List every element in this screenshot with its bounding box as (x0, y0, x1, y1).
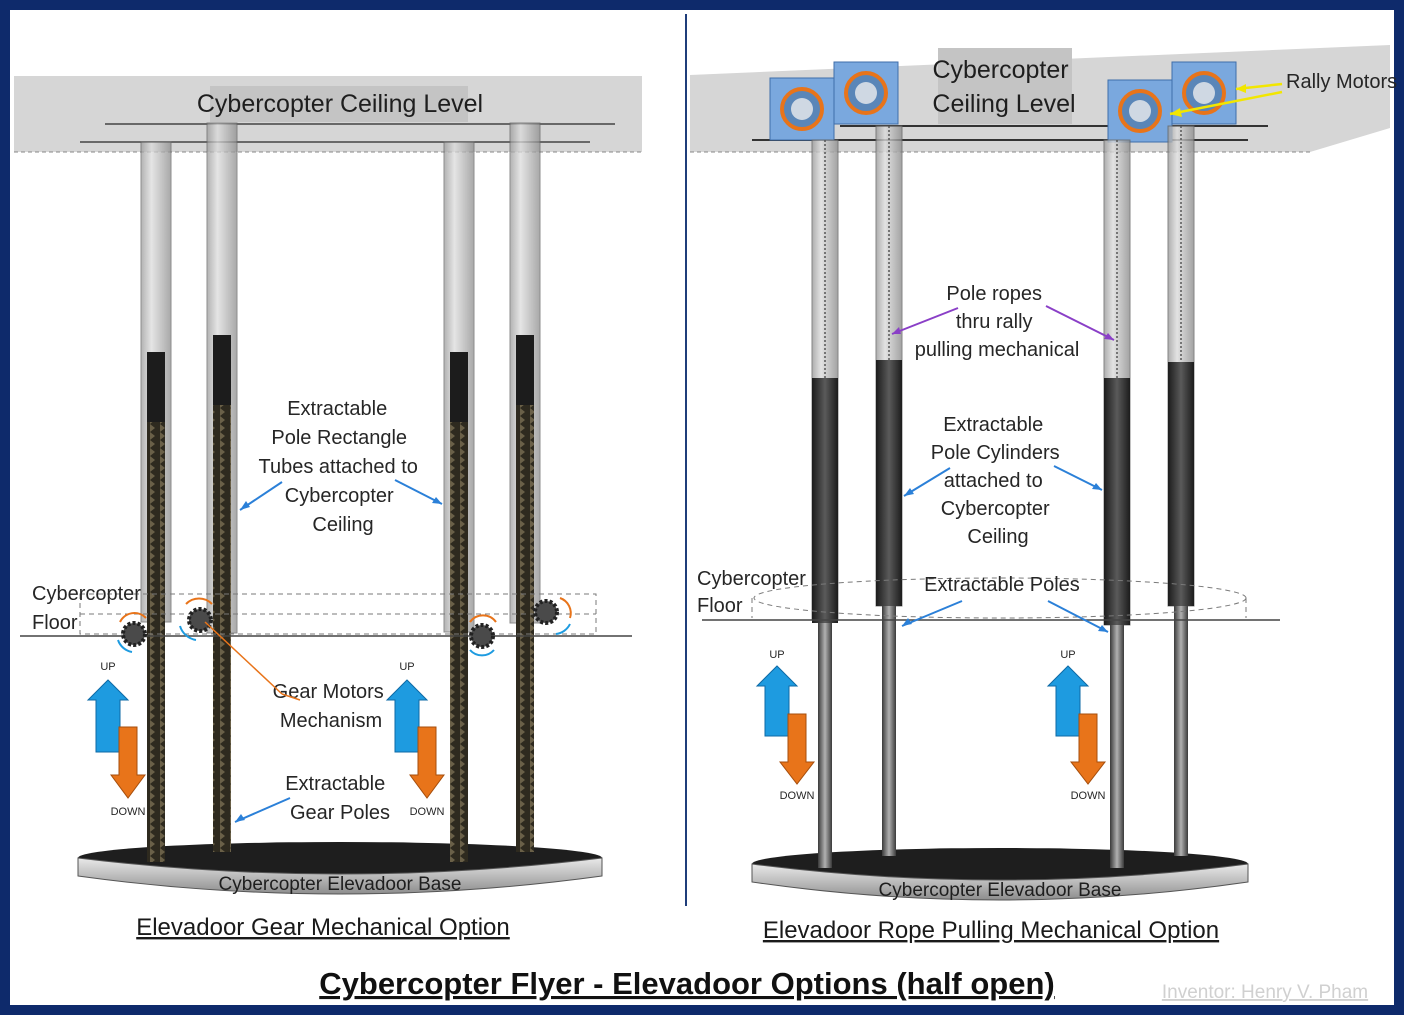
up-label: UP (399, 661, 414, 673)
gear-pole (147, 352, 165, 862)
ropes-label: Pole ropes thru rally pulling mechanical (915, 283, 1080, 361)
down-label: DOWN (410, 806, 445, 818)
left-floor-label-2: Floor (32, 612, 78, 634)
up-arrow-icon (86, 679, 429, 753)
down-arrow-icon (110, 726, 445, 799)
down-label: DOWN (1071, 790, 1106, 802)
diagram-title: Cybercopter Flyer - Elevadoor Options (h… (319, 966, 1055, 1001)
gear-pole (450, 352, 468, 862)
left-base-label: Cybercopter Elevadoor Base (219, 874, 462, 895)
right-panel: Cybercopter Ceiling Level Rally Motors C… (690, 45, 1397, 944)
inventor-credit: Inventor: Henry V. Pham (1162, 982, 1368, 1003)
left-caption: Elevadoor Gear Mechanical Option (136, 914, 510, 941)
up-label: UP (100, 661, 115, 673)
extractable-pole (1110, 625, 1124, 868)
right-ceiling-label: Cybercopter Ceiling Level (932, 56, 1075, 118)
gear-icon (121, 599, 559, 649)
extractable-pole (818, 623, 832, 868)
right-base-label: Cybercopter Elevadoor Base (879, 880, 1122, 901)
rally-motors-label: Rally Motors (1286, 71, 1397, 93)
up-label: UP (1060, 649, 1075, 661)
right-caption: Elevadoor Rope Pulling Mechanical Option (763, 917, 1219, 944)
left-panel: Cybercopter Ceiling Level Cybercopter El… (14, 76, 642, 941)
pole-rope (824, 126, 1182, 378)
cylinders-label: Extractable Pole Cylinders attached to C… (931, 414, 1066, 548)
down-arrow-icon (778, 713, 1107, 785)
extractable-pole (882, 606, 896, 856)
down-label: DOWN (111, 806, 146, 818)
left-ceiling-label: Cybercopter Ceiling Level (197, 90, 483, 118)
tubes-label: Extractable Pole Rectangle Tubes attache… (259, 398, 424, 536)
right-floor-label-1: Cybercopter (697, 568, 806, 590)
rotation-arrows-icon (117, 597, 572, 657)
rally-motor-icon (769, 61, 1237, 143)
poles-label: Extractable Poles (924, 574, 1080, 596)
extractable-pole (1174, 606, 1188, 856)
left-floor-label-1: Cybercopter (32, 583, 141, 605)
gear-poles-label: Extractable Gear Poles (285, 773, 391, 824)
gear-label: Gear Motors Mechanism (273, 681, 390, 732)
up-label: UP (769, 649, 784, 661)
down-label: DOWN (780, 790, 815, 802)
right-floor-label-2: Floor (697, 595, 743, 617)
up-arrow-icon (755, 665, 1090, 737)
gear-pole (213, 335, 231, 852)
